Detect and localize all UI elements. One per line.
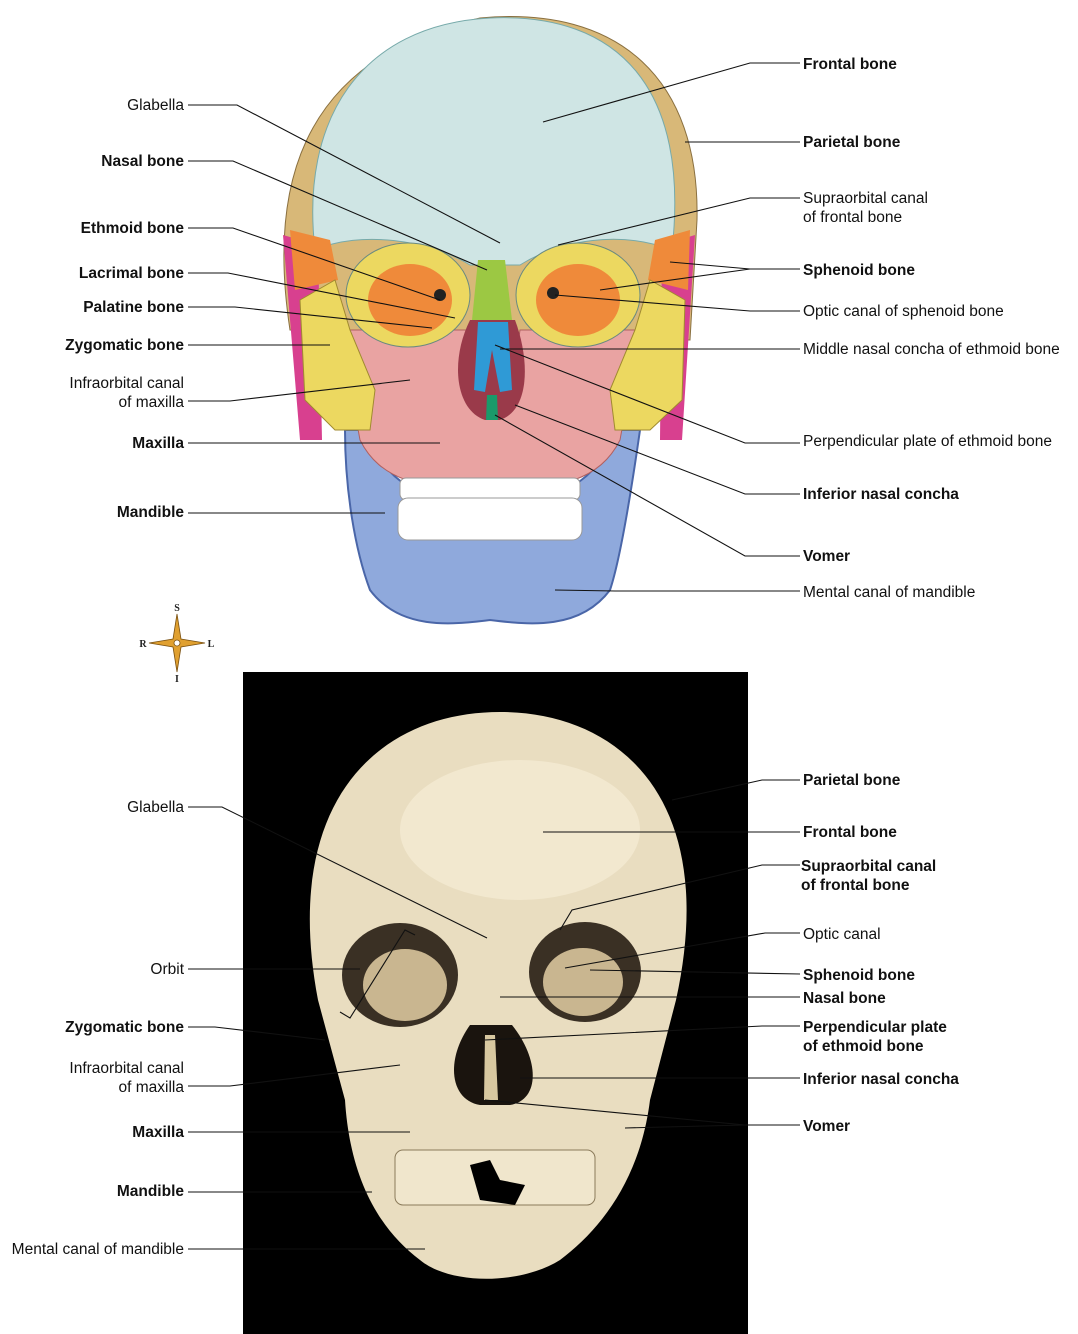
- frontal-highlight: [400, 760, 640, 900]
- vomer-shape: [486, 395, 498, 420]
- label-nasal-bone: Nasal bone: [101, 153, 184, 170]
- label-supraorbital-photo-1: Supraorbital canal: [801, 858, 936, 875]
- nasal-septum-photo: [484, 1035, 498, 1100]
- compass-rose: S I R L: [139, 603, 214, 685]
- bottom-right-labels: Parietal bone Frontal bone Supraorbital …: [801, 772, 959, 1135]
- label-ethmoid-bone: Ethmoid bone: [81, 220, 185, 237]
- label-parietal-photo: Parietal bone: [803, 772, 901, 789]
- label-mandible: Mandible: [117, 504, 185, 521]
- label-parietal-bone: Parietal bone: [803, 134, 901, 151]
- label-sphenoid-bone: Sphenoid bone: [803, 262, 915, 279]
- label-frontal-bone: Frontal bone: [803, 56, 897, 73]
- left-orbit-interior: [536, 264, 620, 336]
- label-lacrimal-bone: Lacrimal bone: [79, 265, 184, 282]
- label-nasal-photo: Nasal bone: [803, 990, 886, 1007]
- photo-skull: [243, 672, 748, 1334]
- upper-teeth: [397, 477, 583, 541]
- label-infraorbital-photo-1: Infraorbital canal: [69, 1060, 184, 1077]
- label-mandible-photo: Mandible: [117, 1183, 185, 1200]
- top-left-labels: Glabella Nasal bone Ethmoid bone Lacrima…: [65, 97, 184, 521]
- compass-left: L: [208, 639, 215, 650]
- bottom-left-labels: Glabella Orbit Zygomatic bone Infraorbit…: [12, 799, 185, 1258]
- label-glabella-photo: Glabella: [127, 799, 184, 816]
- label-maxilla-photo: Maxilla: [132, 1124, 184, 1141]
- label-orbit: Orbit: [150, 961, 184, 978]
- label-mental-canal-photo: Mental canal of mandible: [12, 1241, 184, 1258]
- label-vomer: Vomer: [803, 548, 850, 565]
- label-inferior-concha-photo: Inferior nasal concha: [803, 1071, 959, 1088]
- left-orbit-wall: [543, 948, 623, 1016]
- label-infraorbital-1: Infraorbital canal: [69, 375, 184, 392]
- label-middle-nasal-concha: Middle nasal concha of ethmoid bone: [803, 341, 1060, 358]
- label-sphenoid-photo: Sphenoid bone: [803, 967, 915, 984]
- label-vomer-photo: Vomer: [803, 1118, 850, 1135]
- label-perpendicular-photo-1: Perpendicular plate: [803, 1019, 947, 1036]
- missing-teeth-gap: [470, 1160, 525, 1205]
- compass-right: R: [139, 639, 147, 650]
- top-right-labels: Frontal bone Parietal bone Supraorbital …: [803, 56, 1060, 601]
- ethmoid-concha-shape: [474, 322, 512, 392]
- label-supraorbital-2: of frontal bone: [803, 209, 902, 226]
- label-inferior-nasal-concha: Inferior nasal concha: [803, 486, 959, 503]
- optic-canal-left: [547, 287, 559, 299]
- optic-canal-right: [434, 289, 446, 301]
- label-zygomatic-bone: Zygomatic bone: [65, 337, 184, 354]
- label-infraorbital-photo-2: of maxilla: [119, 1079, 185, 1096]
- label-optic-canal: Optic canal of sphenoid bone: [803, 303, 1004, 320]
- compass-inferior: I: [175, 674, 179, 685]
- label-supraorbital-photo-2: of frontal bone: [801, 877, 910, 894]
- label-maxilla: Maxilla: [132, 435, 184, 452]
- label-optic-canal-photo: Optic canal: [803, 926, 881, 943]
- frontal-bone-shape: [312, 17, 676, 266]
- label-frontal-photo: Frontal bone: [803, 824, 897, 841]
- top-leader-lines: [188, 62, 800, 592]
- nasal-bone-shape: [472, 260, 512, 320]
- label-infraorbital-2: of maxilla: [119, 394, 185, 411]
- label-perpendicular-photo-2: of ethmoid bone: [803, 1038, 924, 1055]
- label-palatine-bone: Palatine bone: [83, 299, 184, 316]
- label-mental-canal: Mental canal of mandible: [803, 584, 975, 601]
- label-zygomatic-photo: Zygomatic bone: [65, 1019, 184, 1036]
- label-perpendicular-plate: Perpendicular plate of ethmoid bone: [803, 433, 1052, 450]
- bottom-leader-lines: [188, 779, 801, 1250]
- right-orbit-wall: [363, 949, 447, 1021]
- compass-superior: S: [174, 603, 180, 614]
- illustrated-skull: [283, 16, 698, 625]
- label-glabella: Glabella: [127, 97, 184, 114]
- label-supraorbital-1: Supraorbital canal: [803, 190, 928, 207]
